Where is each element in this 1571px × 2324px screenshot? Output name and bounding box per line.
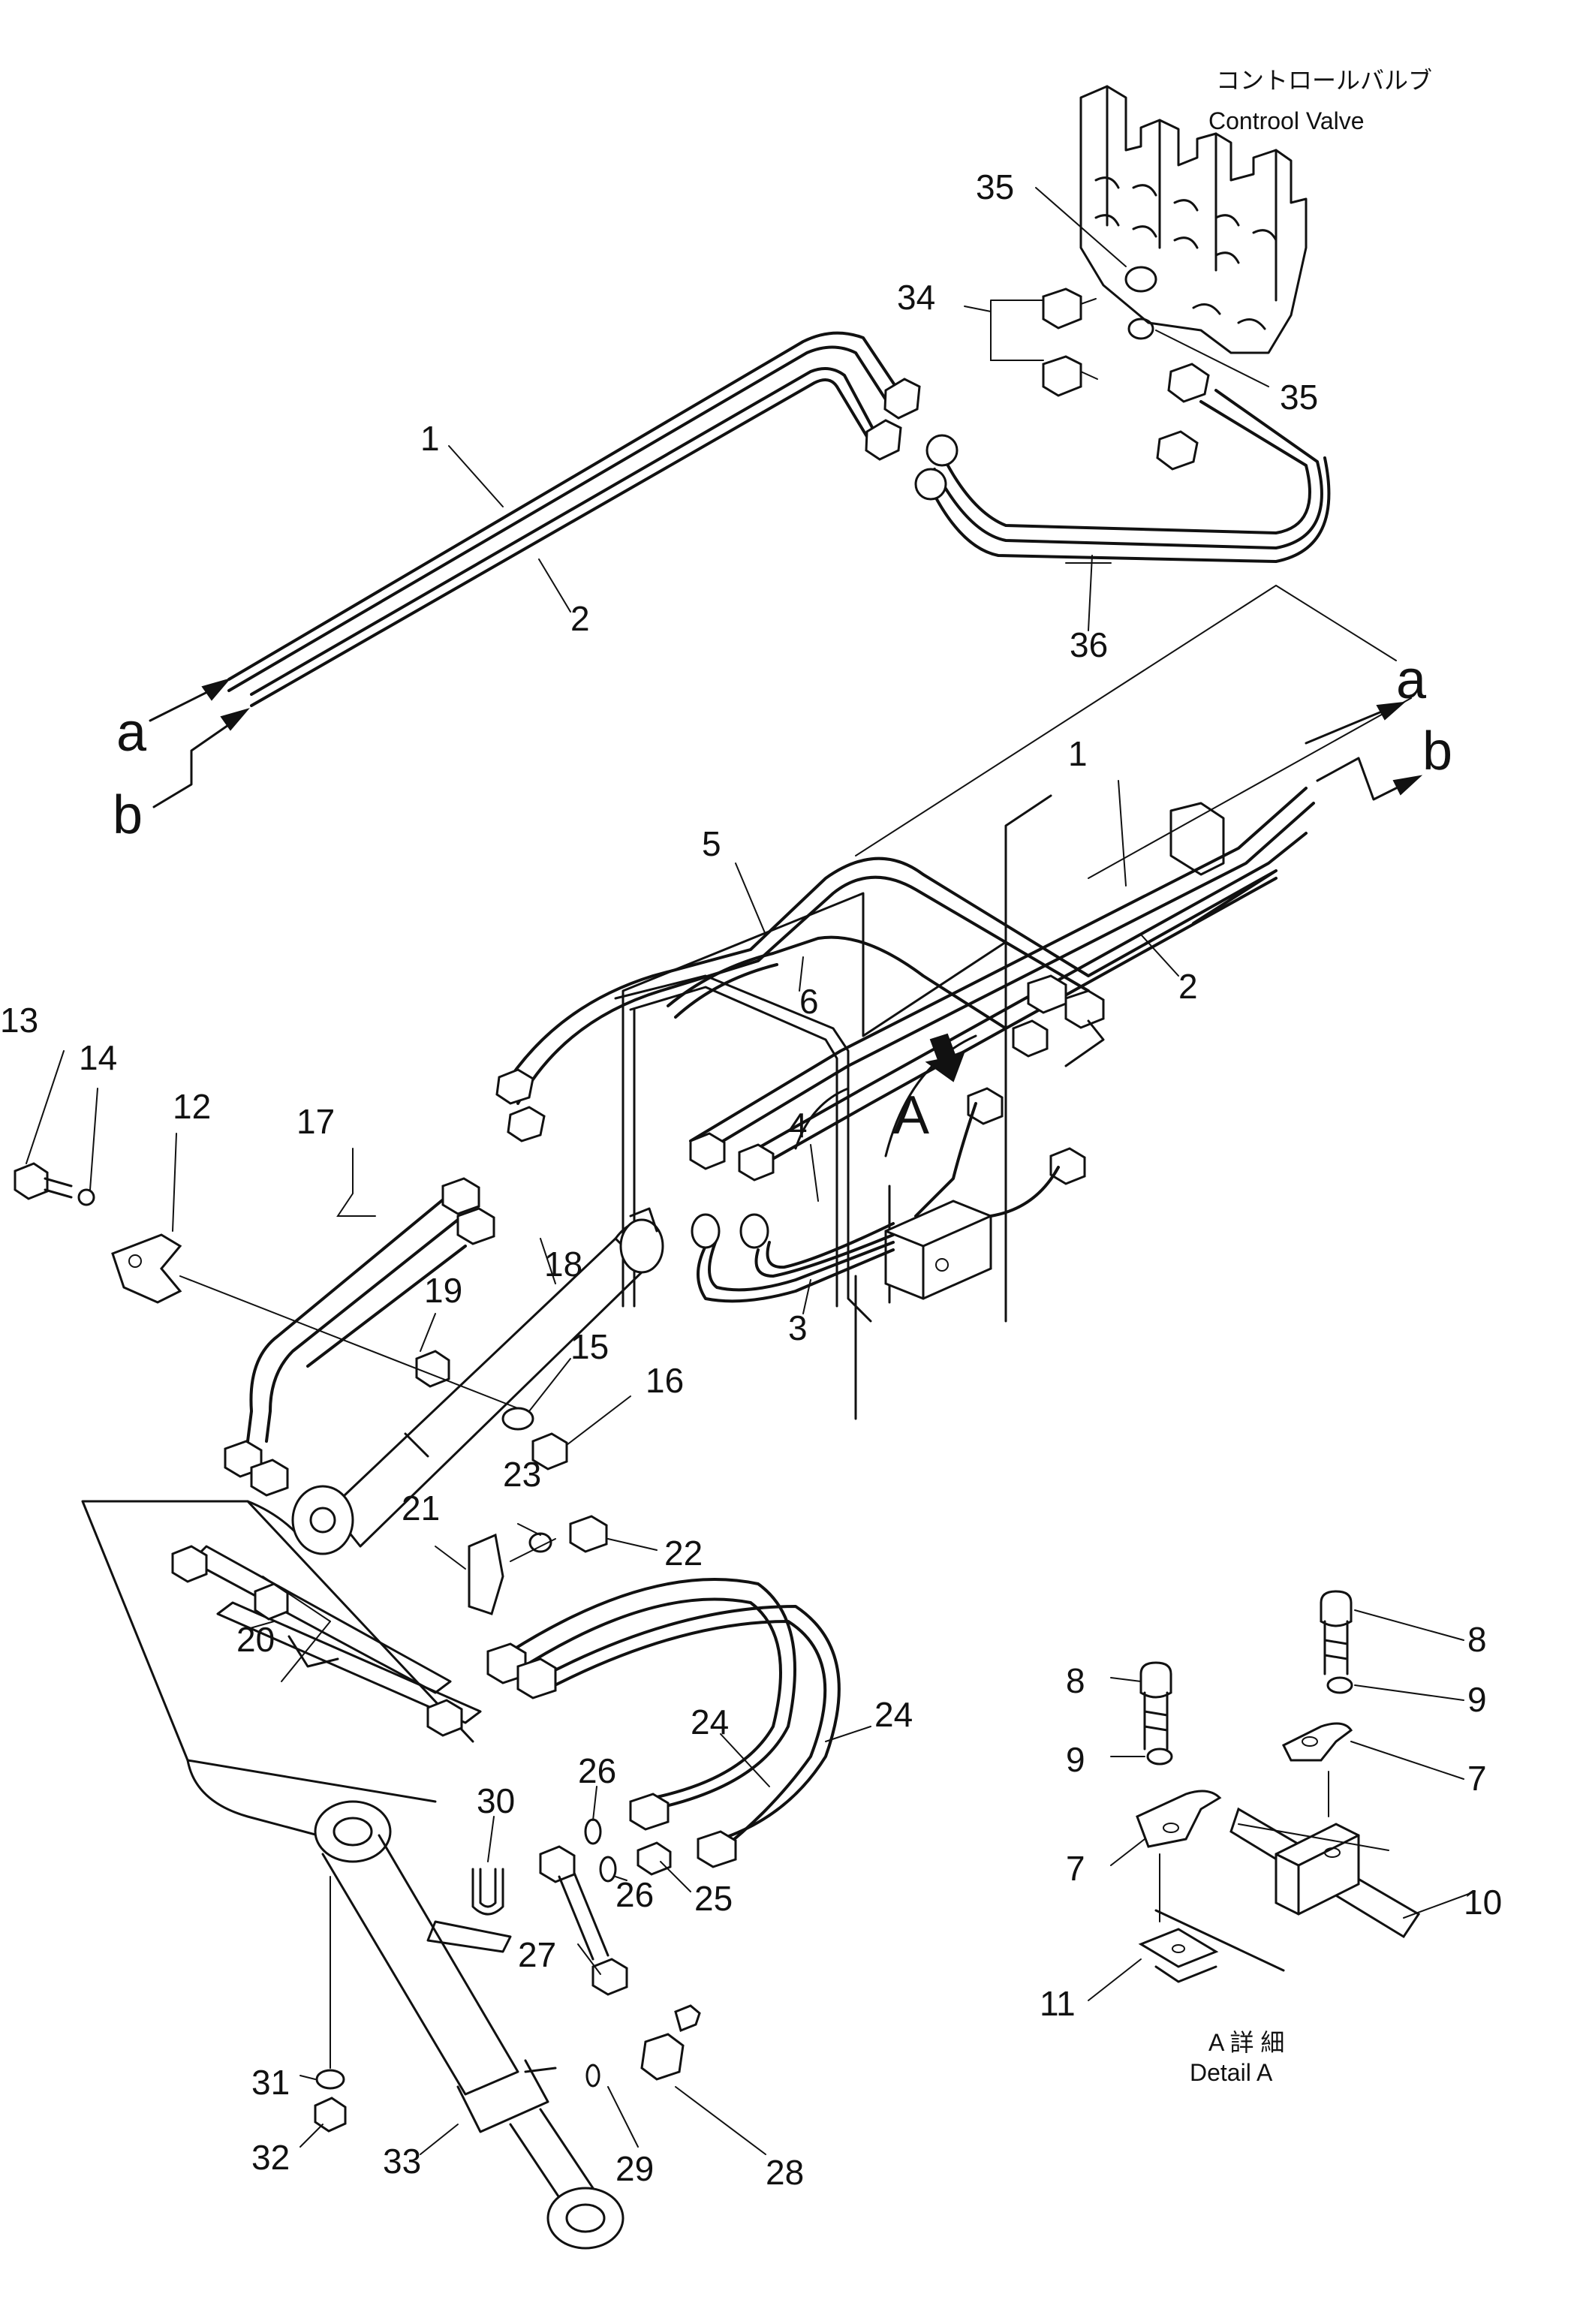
bracket-12 [111, 1233, 526, 1412]
part-label-36: 36 [1070, 625, 1108, 664]
part-label-35-top: 35 [976, 167, 1014, 206]
arrow-a-top [149, 678, 231, 722]
part-label-32: 32 [251, 2138, 290, 2177]
part-label-26-bottom: 26 [615, 1875, 654, 1914]
cylinder-18 [291, 1207, 664, 1555]
part-label-3: 3 [788, 1308, 808, 1347]
part-label-1: 1 [420, 419, 440, 458]
part-label-25: 25 [694, 1879, 733, 1918]
part-label-6: 6 [799, 982, 819, 1021]
bolt-13 [14, 1162, 95, 1206]
part-label-7-left: 7 [1066, 1849, 1085, 1888]
part-label-22: 22 [664, 1534, 703, 1573]
pipes-3-4 [691, 1213, 895, 1303]
clamp-bar-20 [171, 1545, 482, 1737]
detail-a-caption-en: Detail A [1190, 2059, 1273, 2086]
view-marker-a: A [893, 1085, 929, 1145]
arrow-label-b-right: b [1422, 721, 1452, 781]
pipes-lower-1-2 [689, 787, 1315, 1182]
control-valve-caption-jp: コントロールバルブ [1216, 67, 1432, 94]
part-label-28: 28 [766, 2153, 804, 2192]
arrow-label-a-top: a [116, 703, 147, 763]
part-label-17: 17 [296, 1102, 335, 1141]
elbow-fitting-34 [1042, 287, 1098, 397]
part-label-1-lower: 1 [1068, 734, 1088, 773]
part-label-35-right: 35 [1280, 378, 1318, 417]
arrow-label-b-top: b [113, 785, 143, 845]
part-label-11: 11 [1040, 1984, 1076, 2023]
part-label-14: 14 [79, 1038, 117, 1077]
part-label-5: 5 [702, 824, 721, 863]
part-label-9-right: 9 [1467, 1680, 1487, 1719]
part-label-2: 2 [570, 599, 590, 638]
view-arrow-a [925, 1033, 966, 1082]
part-label-15: 15 [570, 1327, 609, 1366]
clip-21-bolt-22 [468, 1515, 608, 1615]
part-label-13: 13 [0, 1001, 38, 1040]
u-bolt-30 [426, 1868, 512, 1953]
part-label-16: 16 [646, 1361, 684, 1400]
control-valve [1079, 85, 1308, 354]
detail-a [1136, 1590, 1421, 1983]
part-number-labels: 1 2 36 35 34 35 1 2 5 6 4 3 13 14 12 17 … [0, 167, 1502, 2192]
part-label-30: 30 [477, 1781, 515, 1820]
hose-17 [224, 1177, 495, 1497]
part-label-19: 19 [424, 1271, 462, 1310]
part-label-12: 12 [173, 1087, 211, 1126]
pipes-upper-1-2 [227, 331, 921, 707]
part-label-26-top: 26 [578, 1751, 616, 1790]
part-label-18: 18 [544, 1245, 582, 1284]
arrow-b-top [152, 708, 250, 808]
part-label-10: 10 [1464, 1883, 1502, 1922]
part-label-24-left: 24 [691, 1702, 729, 1741]
pipe-clamp-block [884, 1200, 992, 1300]
washer-31-nut-32 [314, 2069, 347, 2133]
arrow-b-right [1316, 757, 1423, 801]
pipes-5-6 [495, 856, 1278, 1142]
detail-a-caption-jp: A 詳 細 [1208, 2029, 1284, 2056]
fitting-group-a [914, 974, 1105, 1240]
part-label-27: 27 [518, 1935, 556, 1974]
part-label-8-left: 8 [1066, 1661, 1085, 1700]
hoses-24 [486, 1578, 841, 1868]
part-label-2-lower: 2 [1178, 967, 1198, 1006]
leader-lines [26, 187, 1476, 2155]
part-label-23: 23 [503, 1455, 541, 1494]
part-label-4: 4 [788, 1106, 808, 1145]
part-label-21: 21 [402, 1489, 440, 1528]
part-label-20: 20 [236, 1620, 275, 1659]
arrow-a-right [1305, 701, 1407, 745]
part-label-34: 34 [897, 278, 935, 317]
part-label-7-right: 7 [1467, 1759, 1487, 1798]
control-valve-caption-en: Controol Valve [1208, 107, 1365, 134]
part-label-24-right: 24 [874, 1695, 913, 1734]
part-label-33: 33 [383, 2142, 421, 2181]
part-label-8-right: 8 [1467, 1620, 1487, 1659]
part-label-9-left: 9 [1066, 1740, 1085, 1779]
part-label-31: 31 [251, 2063, 290, 2102]
washer-15-nut-16 [501, 1407, 568, 1471]
hose-loop-36 [914, 363, 1331, 563]
frame-straps [614, 974, 872, 1323]
cylinder-33 [314, 1800, 624, 2250]
fittings-25-29 [539, 1818, 701, 2088]
part-label-29: 29 [615, 2149, 654, 2188]
arrow-label-a-right: a [1396, 650, 1427, 710]
